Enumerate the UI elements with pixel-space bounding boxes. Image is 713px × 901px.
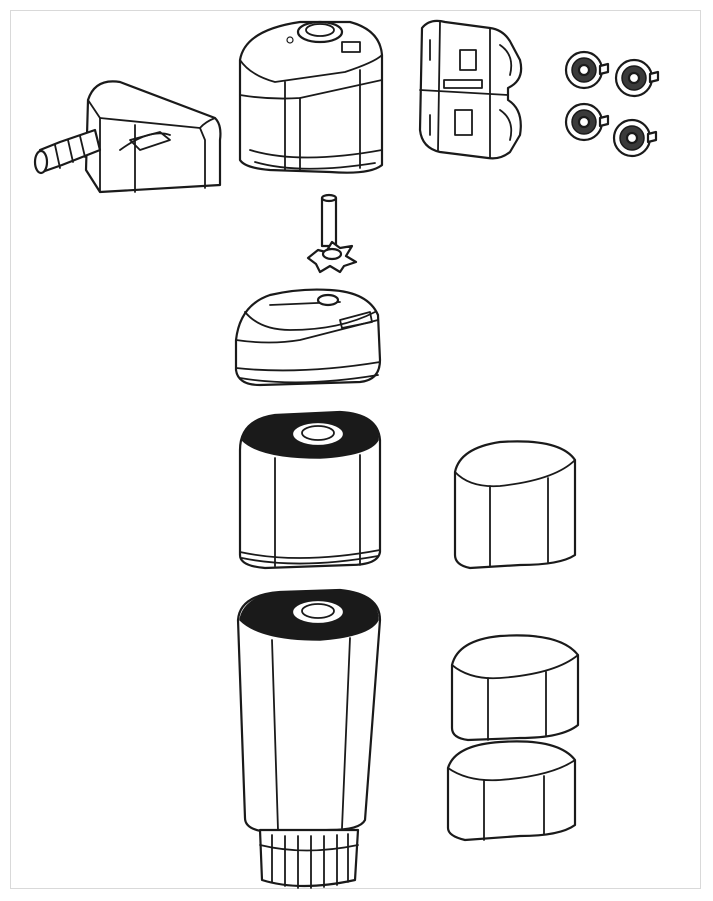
lower-filter-chamber [236,588,382,889]
upper-filter-chamber [238,410,382,570]
impeller [306,193,358,274]
suction-cup-icon [564,50,610,90]
lower-sponge-bottom [446,740,577,842]
suction-cup-icon [564,102,610,142]
lower-sponge-top [450,634,580,742]
pump-head [238,20,384,174]
mounting-bracket [418,19,523,160]
suction-cup-icon [612,118,658,158]
upper-sponge [453,440,577,570]
outlet-nozzle [33,80,222,194]
suction-cups [564,50,660,158]
impeller-cover [234,288,382,387]
suction-cup-icon [614,58,660,98]
